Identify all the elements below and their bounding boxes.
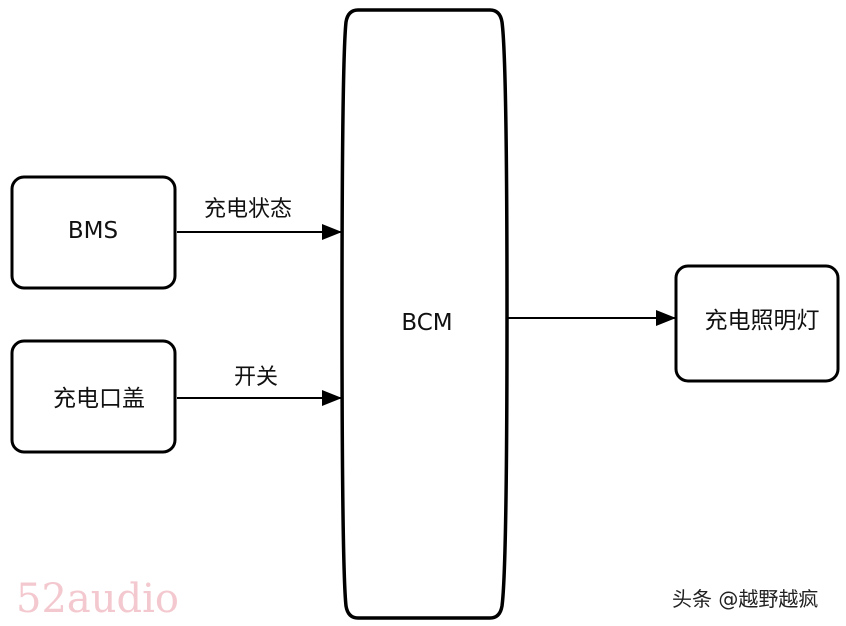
node-charge-light[interactable]: 充电照明灯 bbox=[674, 264, 840, 383]
node-bms[interactable]: BMS bbox=[10, 175, 177, 290]
edge-bms-to-bcm-label: 充电状态 bbox=[204, 197, 292, 222]
watermark-background-text: 52audio bbox=[16, 576, 179, 622]
edge-cover-to-bcm: 开关 bbox=[177, 365, 342, 406]
node-bcm[interactable]: BCM bbox=[340, 8, 509, 620]
edge-cover-to-bcm-label: 开关 bbox=[234, 365, 278, 390]
node-charge-port-cover[interactable]: 充电口盖 bbox=[10, 339, 177, 454]
edge-bms-to-bcm: 充电状态 bbox=[177, 197, 342, 240]
node-bcm-label: BCM bbox=[401, 310, 452, 336]
watermark-credit: 头条 @越野越疯 bbox=[672, 587, 818, 611]
node-charge-light-label: 充电照明灯 bbox=[705, 308, 820, 334]
node-charge-port-cover-label: 充电口盖 bbox=[53, 386, 145, 412]
node-bms-label: BMS bbox=[68, 218, 118, 244]
